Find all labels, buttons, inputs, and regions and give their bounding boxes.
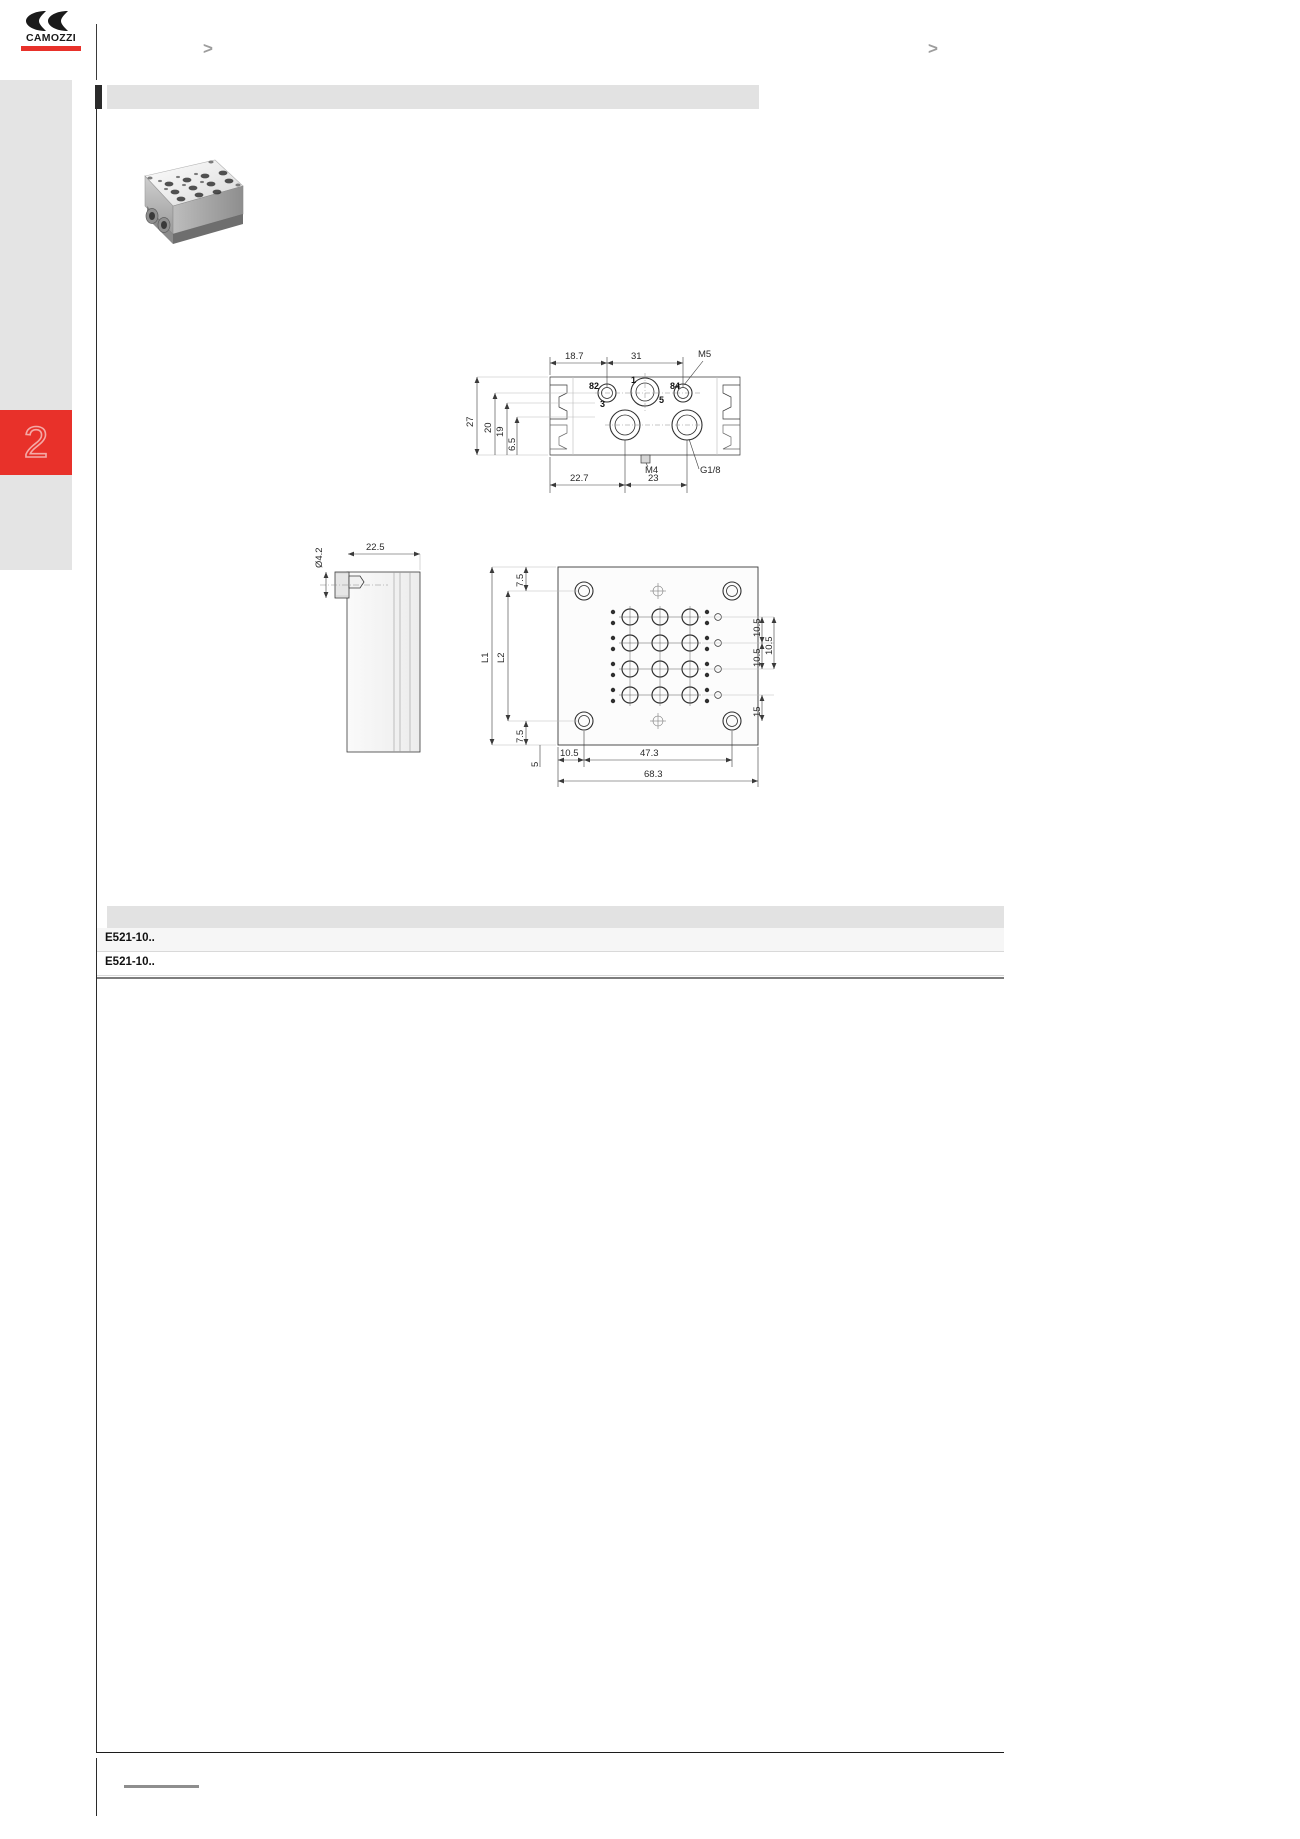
dim-10-5-a: 10.5 xyxy=(752,619,763,638)
content-left-rule xyxy=(96,86,98,1752)
dim-15: 15 xyxy=(752,706,763,717)
dim-18-7: 18.7 xyxy=(565,351,584,362)
port-3: 3 xyxy=(600,399,605,409)
dim-10-5-bottom: 10.5 xyxy=(560,748,579,759)
header-divider xyxy=(96,24,98,80)
table-section-header xyxy=(107,906,1004,930)
chapter-tab[interactable]: 2 xyxy=(0,410,72,475)
dim-68-3: 68.3 xyxy=(644,769,663,780)
sidebar-band xyxy=(0,80,72,570)
dim-47-3: 47.3 xyxy=(640,748,659,759)
brand-underline xyxy=(21,46,81,51)
callout-m4: M4 xyxy=(645,465,658,476)
port-82: 82 xyxy=(589,381,599,391)
dim-22-5: 22.5 xyxy=(366,542,385,553)
side-view: Ø4.2 22.5 xyxy=(290,530,435,755)
camozzi-chevron-icon xyxy=(22,10,80,32)
dim-27: 27 xyxy=(465,416,476,427)
dim-20: 20 xyxy=(483,422,494,433)
port-84: 84 xyxy=(670,381,680,391)
callout-m5: M5 xyxy=(698,349,711,360)
dim-l2: L2 xyxy=(496,652,507,663)
dim-l1: L1 xyxy=(480,652,491,663)
port-1: 1 xyxy=(631,375,636,385)
dim-5: 5 xyxy=(530,762,541,767)
product-photo xyxy=(103,148,248,263)
breadcrumb-chevron-left-icon: > xyxy=(203,39,213,58)
model-table: E521-10.. E521-10.. xyxy=(97,928,1004,976)
chapter-number: 2 xyxy=(23,417,49,468)
table-row[interactable]: E521-10.. xyxy=(97,952,1004,976)
footer-left-rule xyxy=(96,1758,98,1816)
footer-rule xyxy=(96,1752,1004,1754)
dim-23: 23 xyxy=(648,473,659,484)
dim-6-5: 6.5 xyxy=(507,438,518,451)
model-code: E521-10.. xyxy=(105,932,155,944)
table-row[interactable]: E521-10.. xyxy=(97,928,1004,952)
front-section-view: 18.7 31 M5 82 1 84 3 5 xyxy=(455,345,755,505)
section-marker xyxy=(95,85,102,109)
dim-22-7: 22.7 xyxy=(570,473,589,484)
camozzi-logo: CAMOZZI xyxy=(20,10,82,56)
dim-10-5-c: 10.5 xyxy=(764,637,775,656)
dim-7-5-top: 7.5 xyxy=(515,574,526,587)
brand-name: CAMOZZI xyxy=(26,32,76,44)
dim-7-5-bottom: 7.5 xyxy=(515,730,526,743)
plan-view: L1 L2 7.5 7.5 5 10.5 xyxy=(478,555,788,800)
dim-diameter-4-2: Ø4.2 xyxy=(314,547,325,568)
port-5: 5 xyxy=(659,395,664,405)
drawings-section-header xyxy=(95,85,759,109)
table-bottom-rule xyxy=(97,977,1004,979)
model-code: E521-10.. xyxy=(105,956,155,968)
dim-19: 19 xyxy=(495,426,506,437)
footer-dash xyxy=(124,1785,199,1788)
breadcrumb-chevron-right-icon: > xyxy=(928,39,938,58)
callout-g18: G1/8 xyxy=(700,465,721,476)
dim-10-5-b: 10.5 xyxy=(752,649,763,668)
dim-31: 31 xyxy=(631,351,642,362)
